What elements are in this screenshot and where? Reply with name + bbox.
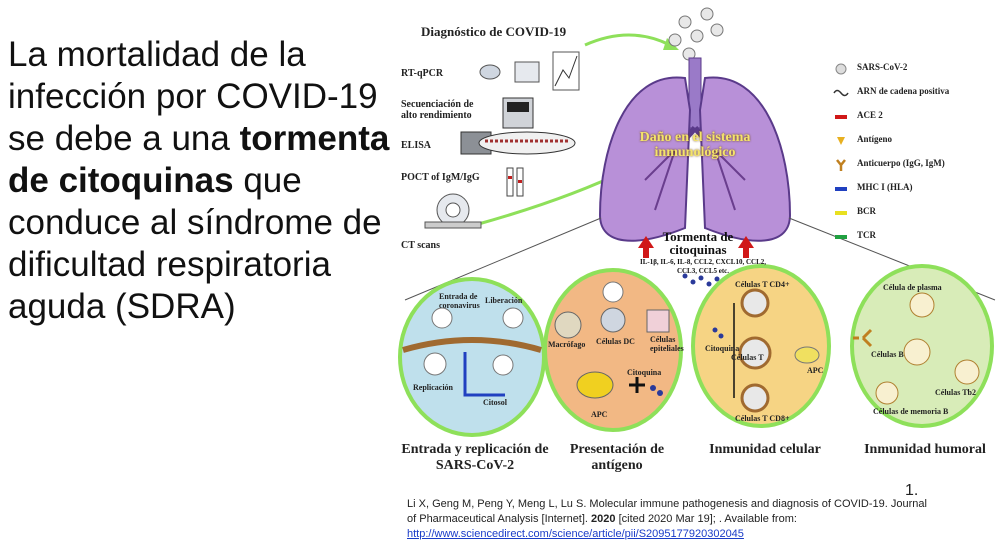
panel-title-1: Entrada y replicación de SARS-CoV-2 bbox=[401, 442, 549, 473]
sequencer-icon bbox=[502, 97, 534, 129]
elisa-icon bbox=[460, 131, 576, 155]
pcr-icon bbox=[479, 51, 580, 91]
legend-label: TCR bbox=[857, 230, 877, 240]
legend-label: ACE 2 bbox=[857, 110, 883, 120]
figure: Diagnóstico de COVID-19 RT-qPCR Secuenci… bbox=[395, 0, 1000, 560]
legend-label: ARN de cadena positiva bbox=[857, 86, 950, 96]
method-seq-2: alto rendimiento bbox=[401, 110, 472, 121]
slide-text-bold: tormenta de citoquinas bbox=[8, 119, 390, 200]
antibody-icon bbox=[836, 159, 846, 171]
panel3-tcells: Células T bbox=[731, 353, 764, 362]
storm-arrows bbox=[638, 236, 754, 258]
panel-title-2: Presentación de antígeno bbox=[569, 442, 665, 473]
citation-link[interactable]: http://www.sciencedirect.com/science/art… bbox=[407, 528, 744, 540]
panel-1-graphic bbox=[398, 277, 546, 437]
arrow-top bbox=[584, 33, 671, 47]
panel2-epithelial: Células epiteliales bbox=[650, 335, 684, 353]
panel4-plasma: Célula de plasma bbox=[883, 283, 942, 292]
poct-icon bbox=[506, 167, 524, 197]
legend-label: SARS-CoV-2 bbox=[857, 62, 908, 72]
method-seq-1: Secuenciación de bbox=[401, 99, 474, 110]
method-elisa: ELISA bbox=[401, 140, 432, 151]
legend-label: Antígeno bbox=[857, 134, 893, 144]
panel1-release: Liberación bbox=[485, 296, 523, 305]
slide-text: La mortalidad de la infección por COVID-… bbox=[8, 34, 398, 328]
panel4-memory: Células de memoria B bbox=[873, 407, 949, 416]
citation-year: 2020 bbox=[591, 513, 616, 525]
ace2-icon bbox=[835, 115, 847, 119]
method-poct: POCT of IgM/IgG bbox=[401, 172, 480, 183]
slide-text-pre: La mortalidad de la infección por COVID-… bbox=[8, 35, 378, 158]
panel-4-graphic bbox=[850, 264, 994, 428]
legend: SARS-CoV-2 ARN de cadena positiva ACE 2 … bbox=[833, 60, 993, 252]
slide-text-post: que conduce al síndrome de dificultad re… bbox=[8, 161, 382, 326]
legend-item-mhc: MHC I (HLA) bbox=[833, 180, 993, 204]
citation-text: Li X, Geng M, Peng Y, Meng L, Lu S. Mole… bbox=[407, 498, 927, 525]
legend-label: Anticuerpo (IgG, IgM) bbox=[857, 158, 945, 168]
cytokine-dots bbox=[682, 273, 720, 287]
panel1-entry: Entrada de coronavirus bbox=[439, 292, 480, 310]
legend-item-antibody: Anticuerpo (IgG, IgM) bbox=[833, 156, 993, 180]
virus-cluster bbox=[668, 7, 724, 61]
panel4-bcells: Células B bbox=[871, 350, 904, 359]
reference-number: 1. bbox=[905, 482, 919, 499]
figure-graphics bbox=[398, 7, 996, 437]
panel-3-graphic bbox=[691, 264, 831, 428]
diagnosis-title: Diagnóstico de COVID-19 bbox=[421, 24, 567, 39]
lung-label: Daño en el sistema inmunológico bbox=[639, 130, 751, 160]
ct-scanner-icon bbox=[424, 193, 482, 229]
legend-item-antigen: Antígeno bbox=[833, 132, 993, 156]
citation: Li X, Geng M, Peng Y, Meng L, Lu S. Mole… bbox=[407, 497, 927, 542]
legend-label: MHC I (HLA) bbox=[857, 182, 913, 192]
legend-item-bcr: BCR bbox=[833, 204, 993, 228]
panel-2-graphic bbox=[543, 268, 683, 432]
method-rt-qpcr: RT-qPCR bbox=[401, 68, 444, 79]
panel3-cd4: Células T CD4+ bbox=[735, 280, 790, 289]
panel2-apc: APC bbox=[591, 410, 608, 419]
legend-item-ace2: ACE 2 bbox=[833, 108, 993, 132]
tcr-icon bbox=[835, 235, 847, 239]
panel2-dc: Células DC bbox=[596, 337, 635, 346]
panel2-macrophage: Macrófago bbox=[548, 340, 586, 349]
panel-title-4: Inmunidad humoral bbox=[864, 442, 986, 457]
storm-title: Tormenta de citoquinas bbox=[662, 229, 734, 257]
panel1-cytosol: Citosol bbox=[483, 398, 507, 407]
legend-item-tcr: TCR bbox=[833, 228, 993, 252]
lungs bbox=[598, 57, 792, 242]
legend-item-virus: SARS-CoV-2 bbox=[833, 60, 993, 84]
legend-label: BCR bbox=[857, 206, 877, 216]
antigen-icon bbox=[837, 137, 845, 145]
mhc-icon bbox=[835, 187, 847, 191]
rna-icon bbox=[833, 89, 849, 97]
legend-item-rna: ARN de cadena positiva bbox=[833, 84, 993, 108]
virus-icon bbox=[835, 63, 847, 75]
panel-title-3: Inmunidad celular bbox=[709, 442, 821, 457]
panel4-th2: Células Tb2 bbox=[935, 388, 976, 397]
bcr-icon bbox=[835, 211, 847, 215]
panel2-cytokine: Citoquina bbox=[627, 368, 662, 377]
panel3-cd8: Células T CD8+ bbox=[735, 414, 790, 423]
citation-rest: [cited 2020 Mar 19]; . Available from: bbox=[618, 513, 797, 525]
panel3-apc: APC bbox=[807, 366, 824, 375]
storm-cytokines: IL-1β, IL-6, IL-8, CCL2, CXCL10, CCL2, C… bbox=[639, 258, 766, 275]
panel3-cytokine: Citoquina bbox=[705, 344, 740, 353]
method-ct: CT scans bbox=[401, 240, 440, 251]
panel1-replication: Replicación bbox=[413, 383, 453, 392]
